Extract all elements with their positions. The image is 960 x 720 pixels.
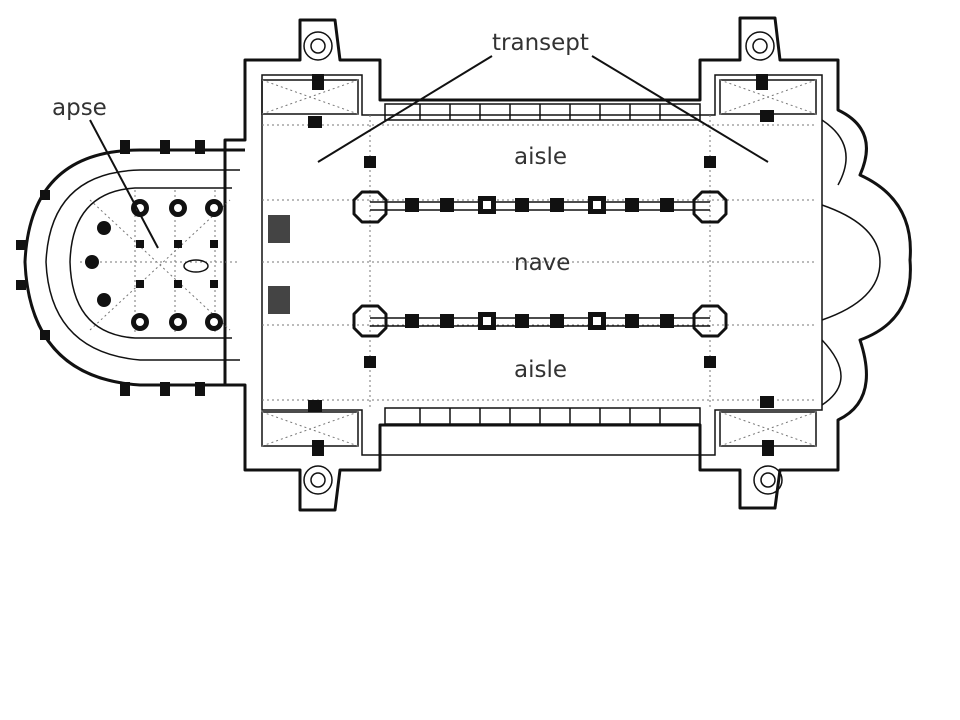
apse-leader <box>89 119 159 249</box>
label-nave: nave <box>514 250 570 276</box>
label-apse: apse <box>52 95 107 121</box>
label-aisle-top: aisle <box>514 144 567 170</box>
label-aisle-bottom: aisle <box>514 357 567 383</box>
leader-lines <box>89 55 769 249</box>
transept-leader-left <box>317 55 493 163</box>
aisle-walls <box>384 103 701 425</box>
transept-leader-right <box>591 55 769 163</box>
east-chapels <box>821 119 881 406</box>
labels: apse transept aisle nave aisle <box>52 30 589 383</box>
nave-arcades <box>308 110 774 412</box>
apse-structure <box>16 140 290 396</box>
stair-towers <box>303 31 783 495</box>
outer-walls <box>223 16 912 512</box>
label-transept: transept <box>492 30 589 56</box>
